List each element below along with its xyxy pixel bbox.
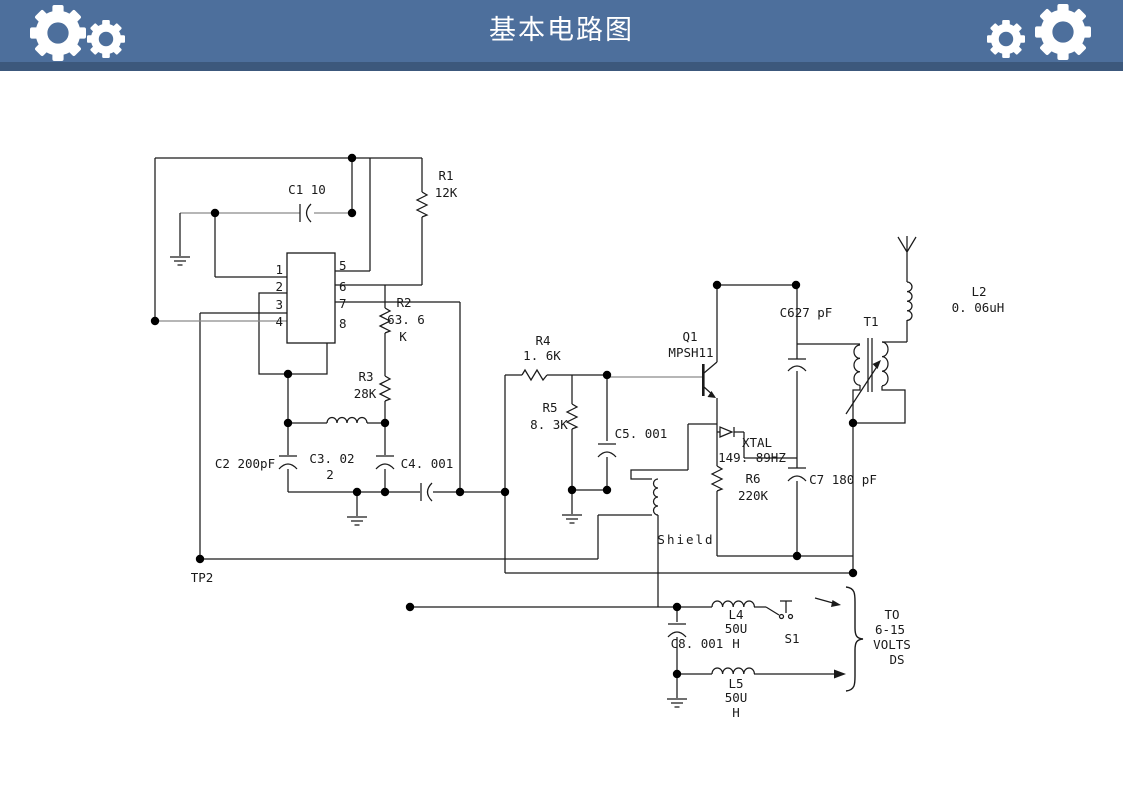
component-label: C1 10 xyxy=(288,182,326,197)
component-label: 63. 6 xyxy=(387,312,425,327)
component-label: Q1 xyxy=(682,329,697,344)
resistor-r5 xyxy=(565,403,579,430)
component-label: 5 xyxy=(339,258,347,273)
resistor-r4 xyxy=(521,368,548,382)
capacitor-c8 xyxy=(667,623,687,638)
component-label: C627 pF xyxy=(780,305,833,320)
header-bar xyxy=(0,0,1123,62)
gear-icons-left xyxy=(30,5,125,61)
resistor-r1 xyxy=(415,191,429,218)
component-label: 28K xyxy=(354,386,377,401)
component-label: 6 xyxy=(339,279,347,294)
gear-icons-right xyxy=(987,4,1091,60)
ground-icon xyxy=(170,256,687,708)
component-label: R3 xyxy=(358,369,373,384)
inductor-l1 xyxy=(326,416,368,424)
component-label: R4 xyxy=(535,333,550,348)
inductor-l2 xyxy=(906,281,913,322)
component-label: L4 xyxy=(728,607,743,622)
component-label: 8. 3K xyxy=(530,417,568,432)
transformer-t1 xyxy=(845,338,889,415)
component-label: 6-15 xyxy=(875,622,905,637)
component-label: C2 200pF xyxy=(215,456,275,471)
wires xyxy=(154,157,908,698)
antenna-icon xyxy=(897,236,917,262)
resistor-r3 xyxy=(378,375,392,402)
component-label: 1. 6K xyxy=(523,348,561,363)
capacitor-c1 xyxy=(299,203,312,223)
header-strip xyxy=(0,62,1123,71)
crystal-xtal xyxy=(719,426,735,438)
component-label: C5. 001 xyxy=(615,426,668,441)
component-label: T1 xyxy=(863,314,878,329)
component-label: 2 xyxy=(326,467,334,482)
brace xyxy=(845,586,864,692)
capacitor-c5 xyxy=(597,443,617,458)
inductor-l5 xyxy=(711,667,756,675)
capacitor-c2 xyxy=(278,455,298,470)
shield-coil xyxy=(652,478,659,516)
component-label: MPSH11 xyxy=(668,345,713,360)
gear-large-icon xyxy=(30,5,86,61)
component-label: L2 xyxy=(971,284,986,299)
component-label: Shield xyxy=(657,532,714,547)
resistor-r2 xyxy=(378,307,392,334)
component-label: R1 xyxy=(438,168,453,183)
component-label: H xyxy=(732,636,740,651)
capacitor-c7 xyxy=(787,467,807,482)
gear-small-icon xyxy=(87,20,125,58)
component-label: 8 xyxy=(339,316,347,331)
component-label: XTAL xyxy=(742,435,772,450)
component-label: R5 xyxy=(542,400,557,415)
component-label: K xyxy=(399,329,407,344)
switch-s1 xyxy=(765,600,794,620)
component-label: 7 xyxy=(339,296,347,311)
component-label: 12K xyxy=(435,185,458,200)
component-label: H xyxy=(732,705,740,720)
power-arrow-bottom xyxy=(834,669,846,679)
component-label: TO xyxy=(884,607,899,622)
ic-oscillator xyxy=(286,252,336,344)
resistor-r6 xyxy=(710,465,724,492)
component-label: 50U xyxy=(725,690,748,705)
page-title: 基本电路图 xyxy=(489,15,634,45)
capacitor-c4 xyxy=(420,482,433,502)
component-label: R6 xyxy=(745,471,760,486)
junction-dots xyxy=(150,153,858,679)
component-label: C3. 02 xyxy=(309,451,354,466)
component-label: C4. 001 xyxy=(401,456,454,471)
component-label: 2 xyxy=(275,279,283,294)
component-label: 50U xyxy=(725,621,748,636)
power-arrow-top xyxy=(814,597,841,607)
component-label: S1 xyxy=(784,631,799,646)
component-label: TP2 xyxy=(191,570,214,585)
component-label: 149. 89HZ xyxy=(718,450,786,465)
component-label: C8. 001 xyxy=(671,636,724,651)
component-label: 220K xyxy=(738,488,769,503)
component-label: 0. 06uH xyxy=(952,300,1005,315)
gear-large-icon xyxy=(1035,4,1091,60)
component-label: R2 xyxy=(396,295,411,310)
inductor-l4 xyxy=(711,600,756,608)
component-label: L5 xyxy=(728,676,743,691)
capacitor-c3 xyxy=(375,455,395,470)
component-label: VOLTS xyxy=(873,637,911,652)
component-label: C7 180 pF xyxy=(809,472,877,487)
component-label: 4 xyxy=(275,314,283,329)
component-label: 1 xyxy=(275,262,283,277)
component-label: DS xyxy=(889,652,904,667)
capacitor-c6 xyxy=(787,358,807,372)
gear-small-icon xyxy=(987,20,1025,58)
component-label: 3 xyxy=(275,297,283,312)
transistor-q1 xyxy=(702,361,718,398)
